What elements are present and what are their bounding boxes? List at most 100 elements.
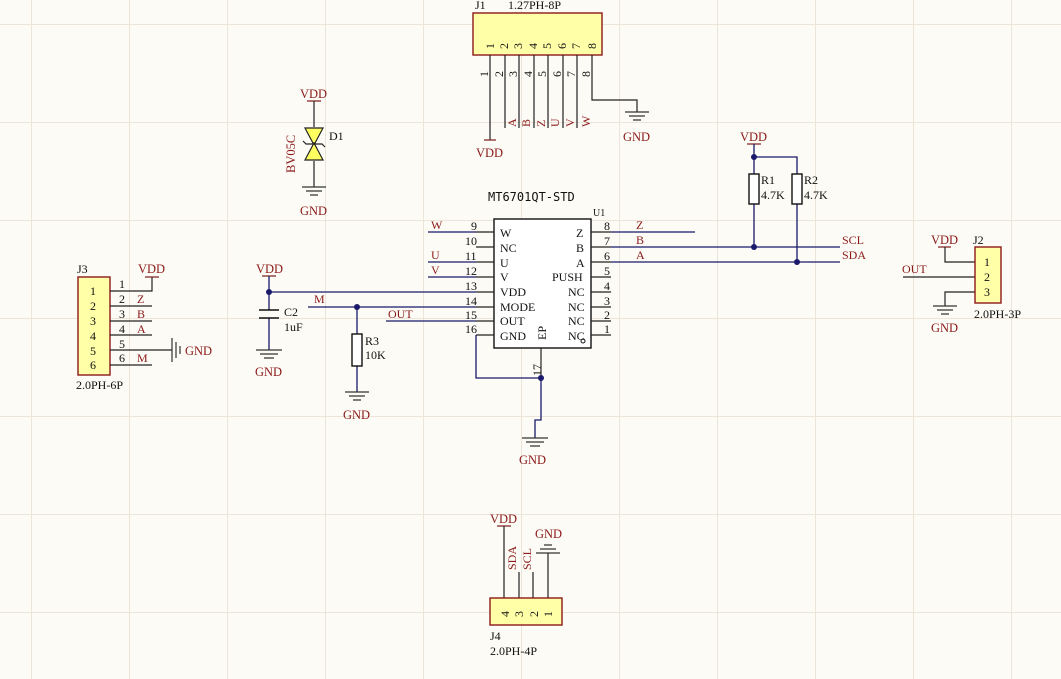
- j3-net-z: Z: [137, 292, 144, 306]
- j3-ref: J3: [77, 262, 88, 276]
- r3-ref: R3: [365, 334, 379, 348]
- j3-net-a: A: [137, 322, 146, 336]
- j1-pin-numbers: 1 2 3 4 5 6 7 8: [483, 43, 599, 49]
- j1-net-a: A: [505, 118, 519, 127]
- net-z: Z: [636, 218, 643, 232]
- j4-gnd-label: GND: [535, 527, 562, 541]
- j4-body: [489, 597, 563, 626]
- j1-pin-labels-outside: 1 2 3 4 5 6 7 8: [477, 71, 593, 77]
- svg-text:6: 6: [550, 71, 564, 77]
- svg-text:2: 2: [604, 308, 610, 322]
- net-m: M: [314, 292, 325, 306]
- j1-vdd-label: VDD: [476, 146, 503, 160]
- j4-vdd-label: VDD: [490, 512, 517, 526]
- j3-body: [77, 276, 111, 376]
- svg-text:6: 6: [119, 351, 125, 365]
- svg-text:3: 3: [604, 294, 610, 308]
- u1-ref: U1: [593, 208, 605, 219]
- j1-net-labels: A B Z U V W: [505, 115, 593, 127]
- j3-net-b: B: [137, 307, 145, 321]
- pullup-resistors[interactable]: VDD R1 4.7K R2 4.7K: [740, 130, 828, 265]
- j1-net-z: Z: [534, 120, 548, 127]
- svg-text:5: 5: [604, 264, 610, 278]
- j1-pin-5: 5: [540, 43, 554, 49]
- svg-text:NC: NC: [500, 241, 517, 255]
- u1-right-pin-numbers: 8 7 6 5 4 3 2 1: [604, 219, 610, 336]
- u1-part-number: MT6701QT-STD: [488, 190, 575, 204]
- connector-j3[interactable]: J3 1 2 3 4 5 6 1 2 3 4 5 6 VDD Z B A M G…: [76, 262, 212, 392]
- svg-text:7: 7: [604, 234, 610, 248]
- j1-pin-7: 7: [569, 43, 583, 49]
- svg-text:5: 5: [119, 337, 125, 351]
- svg-text:8: 8: [604, 219, 610, 233]
- svg-text:NC: NC: [568, 300, 585, 314]
- svg-text:3: 3: [984, 285, 990, 299]
- net-v: V: [431, 263, 440, 277]
- j1-net-v: V: [563, 118, 577, 127]
- connector-j2[interactable]: J2 VDD OUT 1 2 3 GND 2.0PH-3P: [902, 233, 1021, 335]
- net-scl: SCL: [842, 233, 864, 247]
- capacitor-c2[interactable]: VDD C2 1uF GND: [255, 262, 303, 379]
- svg-text:1: 1: [119, 277, 125, 291]
- connector-j1[interactable]: J1 1.27PH-8P 1 2 3 4 5 6 7 8 1 2 3 4 5 6…: [472, 0, 650, 160]
- j4-net-sda: SDA: [505, 546, 519, 570]
- ic-u1-mt6701[interactable]: MT6701QT-STD U1 9 10 11 12 13 14 15 16 W…: [465, 190, 611, 467]
- j4-value: 2.0PH-4P: [490, 644, 537, 658]
- svg-text:6: 6: [90, 358, 96, 372]
- pullup-vdd-label: VDD: [740, 130, 767, 144]
- svg-text:1: 1: [604, 322, 610, 336]
- svg-text:Z: Z: [576, 226, 583, 240]
- svg-text:1: 1: [541, 611, 555, 617]
- connector-j4[interactable]: VDD SDA SCL GND 4 3 2 1 J4 2.0PH-4P: [489, 512, 563, 658]
- j3-vdd-label: VDD: [138, 262, 165, 276]
- j2-vdd-label: VDD: [931, 233, 958, 247]
- c2-vdd-label: VDD: [256, 262, 283, 276]
- j1-pin-8: 8: [585, 43, 599, 49]
- svg-text:4: 4: [498, 611, 512, 617]
- svg-text:3: 3: [512, 611, 526, 617]
- u1-left-pin-numbers: 9 10 11 12 13 14 15 16: [465, 219, 477, 336]
- net-out: OUT: [388, 307, 413, 321]
- u1-ep-pin: 17: [530, 364, 544, 376]
- svg-text:NC: NC: [568, 329, 585, 343]
- svg-text:4: 4: [604, 279, 610, 293]
- u1-body: [493, 218, 592, 349]
- j3-gnd-label: GND: [185, 344, 212, 358]
- r2-body: [791, 173, 803, 205]
- svg-text:1: 1: [90, 284, 96, 298]
- net-a: A: [636, 248, 645, 262]
- svg-text:11: 11: [465, 249, 477, 263]
- svg-text:U: U: [500, 256, 509, 270]
- svg-text:10: 10: [465, 234, 477, 248]
- svg-text:1: 1: [984, 255, 990, 269]
- u1-gnd-label: GND: [519, 453, 546, 467]
- c2-ref: C2: [284, 305, 298, 319]
- svg-text:4: 4: [119, 322, 125, 336]
- svg-text:12: 12: [465, 264, 477, 278]
- svg-text:NC: NC: [568, 314, 585, 328]
- resistor-r3[interactable]: R3 10K GND: [343, 304, 386, 422]
- svg-text:OUT: OUT: [500, 314, 525, 328]
- svg-text:V: V: [500, 270, 509, 284]
- svg-text:15: 15: [465, 308, 477, 322]
- tvs-diode-d1[interactable]: VDD D1 BV05C GND: [284, 87, 344, 218]
- svg-text:9: 9: [471, 219, 477, 233]
- u1-ep-label: EP: [535, 326, 549, 340]
- svg-text:16: 16: [465, 322, 477, 336]
- r3-value: 10K: [365, 348, 386, 362]
- j1-pin-1: 1: [483, 43, 497, 49]
- j2-gnd-label: GND: [931, 321, 958, 335]
- j1-ref: J1: [475, 0, 486, 12]
- svg-text:3: 3: [90, 314, 96, 328]
- svg-text:2: 2: [984, 270, 990, 284]
- svg-text:1: 1: [477, 71, 491, 77]
- r2-ref: R2: [804, 173, 818, 187]
- j1-pin-6: 6: [555, 43, 569, 49]
- j3-net-m: M: [137, 351, 148, 365]
- svg-text:5: 5: [90, 344, 96, 358]
- svg-text:W: W: [500, 226, 512, 240]
- r1-value: 4.7K: [761, 188, 785, 202]
- svg-text:VDD: VDD: [500, 285, 526, 299]
- u1-left-pin-names: W NC U V VDD MODE OUT GND: [500, 226, 535, 343]
